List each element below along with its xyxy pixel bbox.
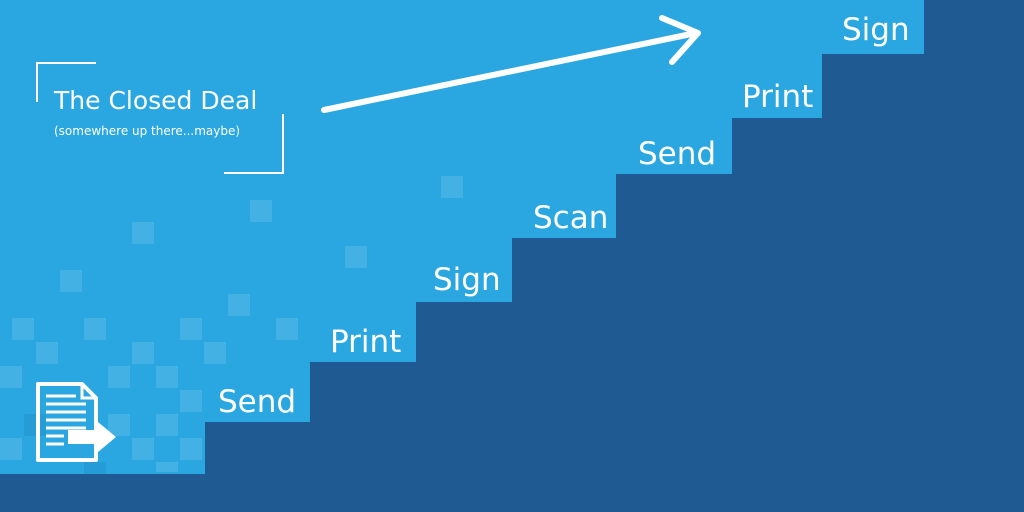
bracket-bottom-right (224, 114, 284, 174)
headline-title: The Closed Deal (54, 86, 258, 115)
step-label-5: Send (638, 136, 717, 172)
step-label-7: Sign (842, 12, 910, 48)
document-send-icon (36, 382, 116, 462)
step-label-1: Send (218, 384, 297, 420)
step-label-4: Scan (533, 200, 609, 236)
step-label-3: Sign (433, 262, 501, 298)
step-label-6: Print (742, 79, 814, 115)
headline-subtitle: (somewhere up there...maybe) (54, 124, 241, 138)
step-label-2: Print (330, 324, 402, 360)
bracket-top-left (36, 62, 96, 102)
headline-box: The Closed Deal (somewhere up there...ma… (36, 62, 284, 174)
